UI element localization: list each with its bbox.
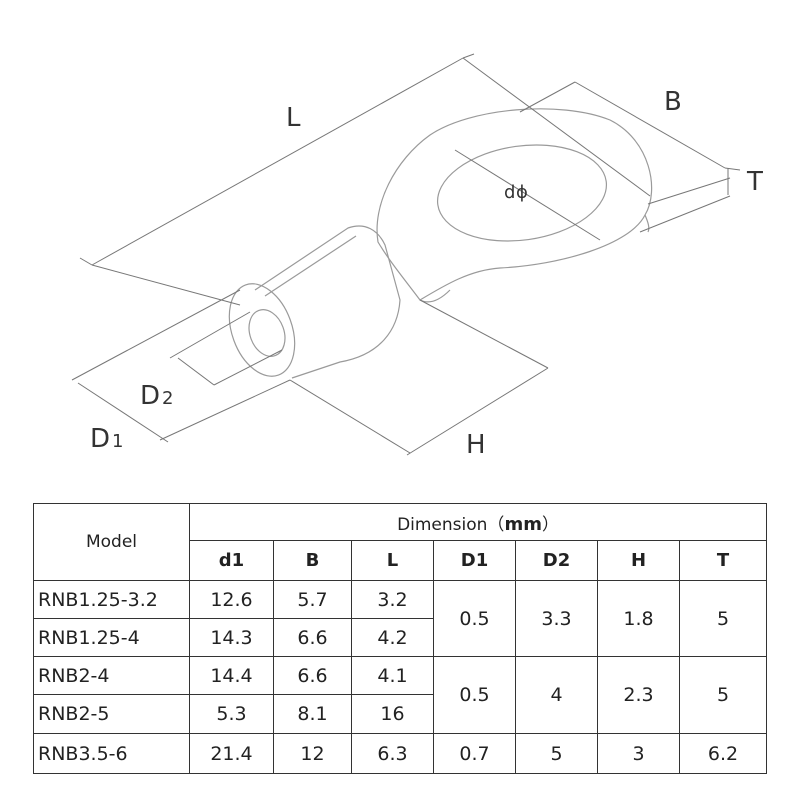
table-row: RNB1.25-3.2 12.6 5.7 3.2 0.5 3.3 1.8 5 <box>33 580 768 657</box>
ring-terminal-diagram: L B T d ϕ D 2 D 1 H <box>71 53 763 460</box>
model-cell: RNB1.25-4 <box>33 618 190 657</box>
B-cell: 5.7 <box>273 580 352 619</box>
H-cell: 3 <box>597 733 680 774</box>
D2-cell: 4 <box>515 656 598 734</box>
L-cell: 3.2 <box>351 580 434 619</box>
dimension-label-D2: D <box>140 381 160 411</box>
model-cell: RNB3.5-6 <box>33 733 190 774</box>
D2-cell: 5 <box>515 733 598 774</box>
dimension-label-D1-sub: 1 <box>112 431 123 452</box>
T-cell: 6.2 <box>678 733 768 774</box>
L-cell: 4.2 <box>351 618 434 657</box>
B-cell: 6.6 <box>273 656 352 695</box>
L-cell: 6.3 <box>351 733 434 774</box>
D1-cell: 0.7 <box>433 733 516 774</box>
col-header-D2: D2 <box>515 540 598 581</box>
dimension-header-text: Dimension（ <box>397 514 505 535</box>
model-cell: RNB1.25-3.2 <box>33 580 190 619</box>
table-row: RNB2-4 14.4 6.6 4.1 0.5 4 2.3 5 <box>33 656 768 734</box>
col-header-B: B <box>273 540 352 581</box>
T-cell: 5 <box>678 656 768 734</box>
dimension-header: Dimension（mm） <box>188 503 768 541</box>
dimension-label-d: d <box>504 182 515 203</box>
dimension-label-B: B <box>664 87 682 117</box>
col-header-L: L <box>351 540 434 581</box>
dimension-header-close: ） <box>541 514 559 535</box>
col-header-T: T <box>678 540 768 581</box>
D2-cell: 3.3 <box>515 580 598 657</box>
col-header-H: H <box>597 540 680 581</box>
table-row: RNB3.5-6 21.4 12 6.3 0.7 5 3 6.2 <box>33 733 768 774</box>
dimension-unit: mm <box>504 513 542 535</box>
dimension-label-T: T <box>746 167 763 197</box>
col-header-d1: d1 <box>189 540 274 581</box>
D1-cell: 0.5 <box>433 580 516 657</box>
B-cell: 12 <box>273 733 352 774</box>
dimension-lines <box>71 53 741 456</box>
table-row: RNB2-5 5.3 8.1 16 <box>33 694 767 734</box>
T-cell: 5 <box>678 580 768 657</box>
model-cell: RNB2-5 <box>33 694 190 734</box>
d1-cell: 14.4 <box>189 656 274 695</box>
model-cell: RNB2-4 <box>33 656 190 695</box>
dimension-label-D1: D <box>90 424 110 454</box>
d1-cell: 5.3 <box>189 694 274 734</box>
table-row: RNB1.25-4 14.3 6.6 4.2 <box>33 618 767 657</box>
dimension-label-D2-sub: 2 <box>162 388 173 409</box>
d1-cell: 21.4 <box>189 733 274 774</box>
d1-cell: 14.3 <box>189 618 274 657</box>
B-cell: 8.1 <box>273 694 352 734</box>
H-cell: 2.3 <box>597 656 680 734</box>
model-header: Model <box>33 503 190 581</box>
dimension-label-phi: ϕ <box>516 182 528 203</box>
D1-cell: 0.5 <box>433 656 516 734</box>
B-cell: 6.6 <box>273 618 352 657</box>
L-cell: 4.1 <box>351 656 434 695</box>
dimension-table: Model Dimension（mm） d1 B L D1 D2 H T RNB… <box>33 503 768 774</box>
col-header-D1: D1 <box>433 540 516 581</box>
H-cell: 1.8 <box>597 580 680 657</box>
dimension-label-L: L <box>286 103 301 133</box>
L-cell: 16 <box>351 694 434 734</box>
d1-cell: 12.6 <box>189 580 274 619</box>
terminal-outline <box>228 108 653 379</box>
dimension-label-H: H <box>466 430 486 460</box>
